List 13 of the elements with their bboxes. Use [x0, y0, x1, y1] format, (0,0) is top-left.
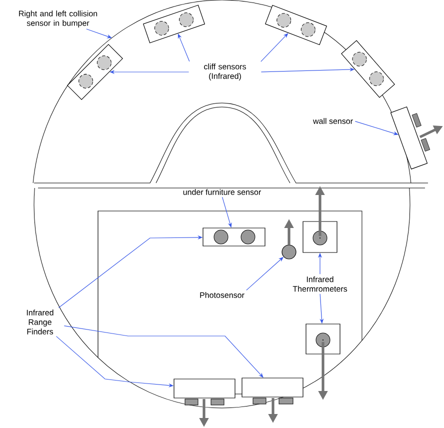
range-finder-box: [242, 378, 304, 398]
leader-line: [178, 34, 190, 62]
photosensor-circle: [282, 244, 296, 260]
leader-line: [86, 28, 112, 38]
callout-text: Photosensor: [200, 292, 244, 298]
callout-text: Infrared Range Finders: [26, 310, 54, 334]
callout-text: cliff sensors (Infrared): [204, 64, 246, 80]
range-finder-box: [174, 378, 236, 398]
callout-text: wall sensor: [312, 118, 353, 124]
callout-text: Right and left collision sensor in bumper: [19, 10, 98, 28]
callout-text: under furniture sensor: [183, 189, 261, 195]
callout-text: Infrared Thermrometers: [292, 276, 348, 292]
wall-sensor-box: [390, 106, 428, 170]
